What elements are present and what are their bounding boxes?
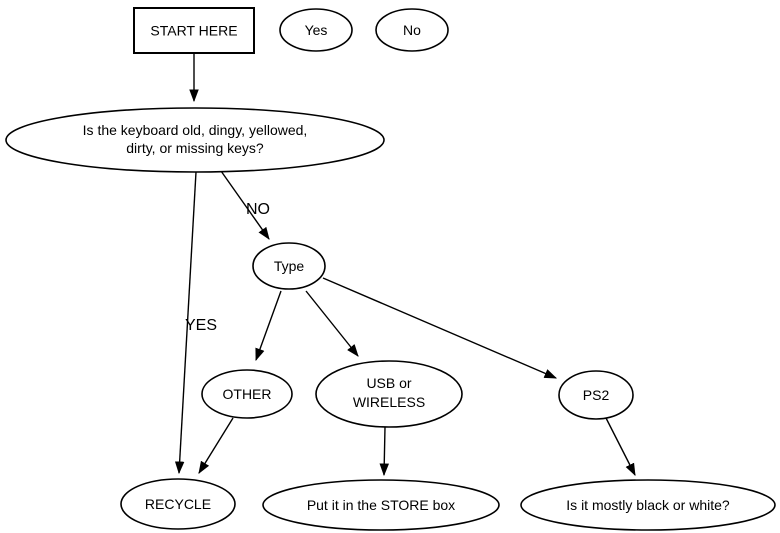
legend-yes-ellipse xyxy=(279,8,353,52)
edge-type-to-ps2 xyxy=(322,277,558,379)
recycle-label: RECYCLE xyxy=(145,496,211,512)
edge-other-to-recycle xyxy=(198,417,234,474)
legend-no-label: No xyxy=(403,22,421,38)
edge-label-yes: YES xyxy=(185,317,217,334)
recycle-node: RECYCLE xyxy=(120,478,236,530)
edge-question-no-to-type xyxy=(220,170,270,240)
edge-question-yes-to-recycle xyxy=(174,171,197,475)
question-ellipse xyxy=(5,107,385,173)
edge-type-to-other xyxy=(255,290,282,362)
edge-usb-wireless-to-store xyxy=(379,426,389,477)
edge-label-no: NO xyxy=(246,201,270,218)
usb-wireless-ellipse xyxy=(315,360,463,428)
start-here-box xyxy=(133,7,255,54)
usb-wireless-node: USB or WIRELESS xyxy=(315,360,463,428)
legend-yes-label: Yes xyxy=(305,22,328,38)
black-or-white-ellipse xyxy=(520,479,776,531)
legend-no-ellipse xyxy=(375,8,449,52)
store-box-ellipse xyxy=(262,479,500,531)
question-label-line2: dirty, or missing keys? xyxy=(126,140,264,156)
question-label-line1: Is the keyboard old, dingy, yellowed, xyxy=(83,122,308,138)
usb-wireless-label-line2: WIRELESS xyxy=(353,394,425,410)
black-or-white-node: Is it mostly black or white? xyxy=(520,479,776,531)
type-ellipse xyxy=(252,242,326,290)
start-here-label: START HERE xyxy=(150,23,237,39)
ps2-ellipse xyxy=(558,370,634,420)
type-node: Type xyxy=(252,242,326,290)
edges: NO YES xyxy=(174,53,636,477)
store-box-node: Put it in the STORE box xyxy=(262,479,500,531)
legend-yes-node: Yes xyxy=(279,8,353,52)
store-box-label: Put it in the STORE box xyxy=(307,497,455,513)
nodes: START HERE Yes No Is the keyboard old, d… xyxy=(5,7,776,531)
other-ellipse xyxy=(201,369,293,419)
start-here-node: START HERE xyxy=(133,7,255,54)
type-label: Type xyxy=(274,258,305,274)
ps2-node: PS2 xyxy=(558,370,634,420)
edge-ps2-to-black-or-white xyxy=(605,417,636,476)
edge-type-to-usb-wireless xyxy=(305,290,359,357)
question-node: Is the keyboard old, dingy, yellowed, di… xyxy=(5,107,385,173)
other-node: OTHER xyxy=(201,369,293,419)
legend-no-node: No xyxy=(375,8,449,52)
recycle-ellipse xyxy=(120,478,236,530)
black-or-white-label: Is it mostly black or white? xyxy=(566,497,730,513)
ps2-label: PS2 xyxy=(583,387,610,403)
usb-wireless-label-line1: USB or xyxy=(366,375,411,391)
other-label: OTHER xyxy=(223,386,272,402)
